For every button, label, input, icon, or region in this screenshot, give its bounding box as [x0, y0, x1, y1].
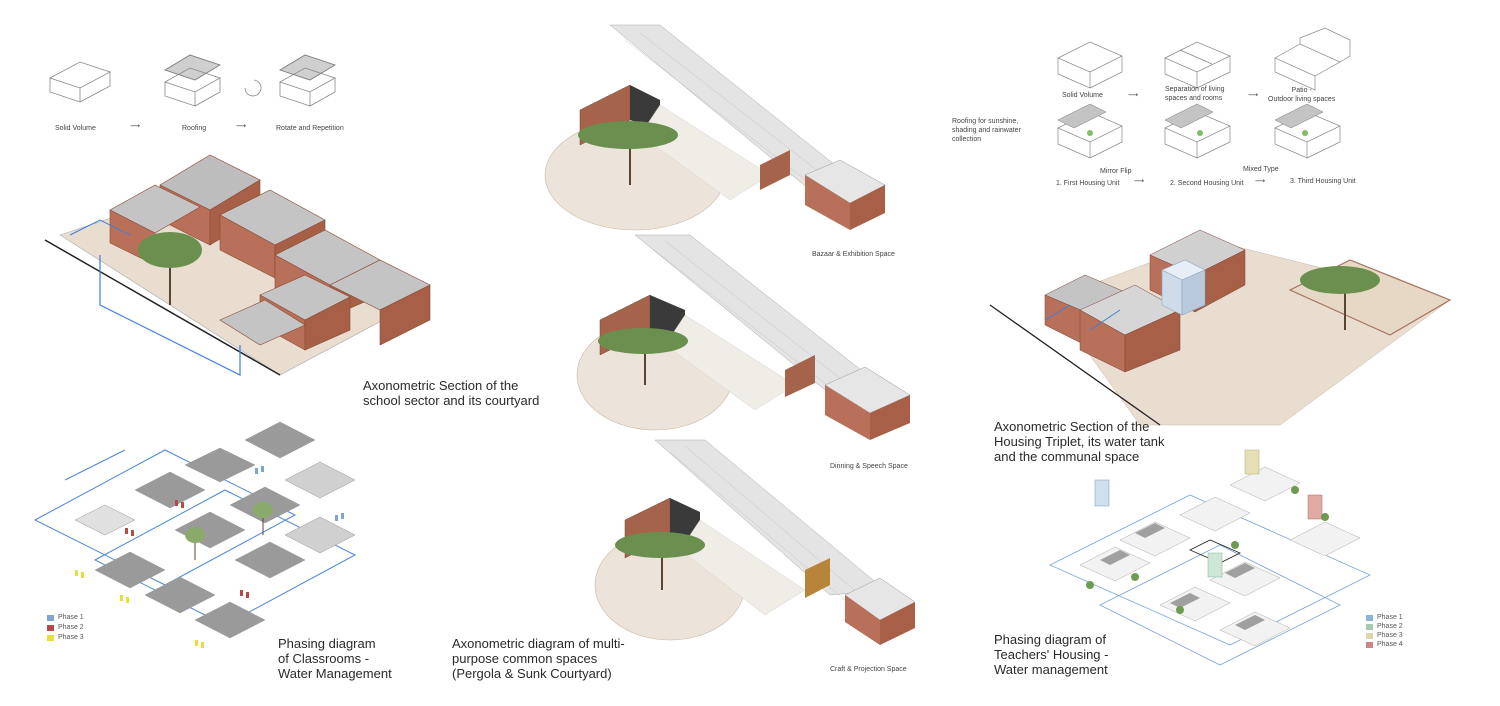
arrow-right-icon: ⟶	[1128, 92, 1139, 99]
separation-label: Separation of living spaces and rooms	[1165, 86, 1225, 102]
classrooms-phasing-title: Phasing diagram of Classrooms - Water Ma…	[278, 636, 392, 681]
legend-phase-4: Phase 4	[1366, 641, 1403, 648]
tree-icon	[615, 532, 705, 590]
arrow-right-icon: ⟶	[236, 123, 247, 130]
housing-section-title: Axonometric Section of the Housing Tripl…	[994, 419, 1165, 464]
arrow-right-icon: ⟶	[1255, 178, 1266, 185]
craft-label: Craft & Projection Space	[830, 666, 907, 673]
tree-icon	[1300, 266, 1380, 330]
solid-volume-label: Solid Volume	[55, 125, 96, 132]
legend-swatch	[1366, 614, 1373, 621]
housing-phasing-diagram	[1049, 449, 1371, 666]
legend-swatch	[1366, 623, 1373, 630]
bazaar-axonometric	[544, 24, 886, 231]
dinning-axonometric	[576, 234, 911, 440]
rotate-repetition-label: Rotate and Repetition	[276, 125, 344, 132]
patio-label: Patio - Outdoor living spaces	[1268, 87, 1336, 103]
tree-icon	[598, 328, 688, 385]
arrow-right-icon: ⟶	[1248, 92, 1259, 99]
craft-axonometric	[594, 439, 916, 645]
legend-swatch	[47, 614, 54, 621]
school-section-title: Axonometric Section of the school sector…	[363, 378, 540, 408]
legend-swatch	[47, 624, 54, 631]
legend-phase-1: Phase 1	[1366, 614, 1403, 621]
legend-swatch	[47, 634, 54, 641]
common-spaces-title: Axonometric diagram of multi- purpose co…	[452, 636, 625, 681]
housing-concept-diagram	[1057, 27, 1351, 159]
roofing-label: Roofing	[182, 125, 207, 132]
tree-icon	[138, 232, 202, 305]
arrow-right-icon: ⟶	[1134, 178, 1145, 185]
legend-phase-2: Phase 2	[1366, 623, 1403, 630]
housing-axonometric-section	[989, 229, 1452, 426]
mirror-flip-label: Mirror Flip	[1100, 168, 1132, 175]
arrow-right-icon: ⟶	[130, 123, 141, 130]
legend-swatch	[1366, 641, 1373, 648]
dinning-label: Dinning & Speech Space	[830, 463, 908, 470]
bazaar-label: Bazaar & Exhibition Space	[812, 251, 895, 258]
unit-3-label: 3. Third Housing Unit	[1290, 178, 1356, 185]
classrooms-phasing-diagram	[33, 421, 357, 648]
legend-phase-3: Phase 3	[1366, 632, 1403, 639]
legend-phase-1: Phase 1	[47, 614, 84, 621]
tree-icon	[185, 502, 273, 560]
mixed-type-label: Mixed Type	[1243, 166, 1279, 173]
solid-volume-label: Solid Volume	[1062, 92, 1103, 99]
unit-1-label: 1. First Housing Unit	[1056, 180, 1120, 187]
school-axonometric-section	[44, 154, 431, 376]
legend-phase-2: Phase 2	[47, 624, 84, 631]
housing-phasing-title: Phasing diagram of Teachers' Housing - W…	[994, 632, 1109, 677]
roofing-note: Roofing for sunshine, shading and rainwa…	[952, 118, 1021, 143]
legend-swatch	[1366, 632, 1373, 639]
legend-phase-3: Phase 3	[47, 634, 84, 641]
tree-icon	[578, 121, 678, 185]
school-concept-diagram	[48, 54, 336, 107]
unit-2-label: 2. Second Housing Unit	[1170, 180, 1244, 187]
